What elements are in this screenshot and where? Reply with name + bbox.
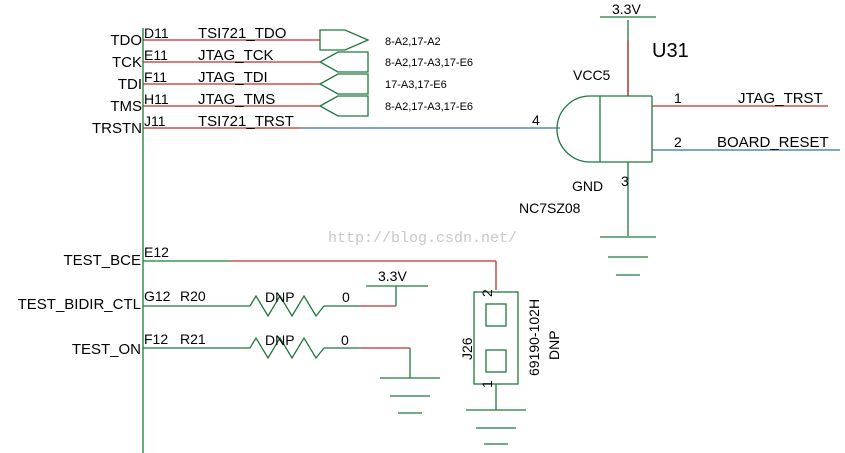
pin4-label: 4 — [532, 112, 540, 128]
label-jtag-tck: JTAG_TCK — [198, 47, 274, 64]
label-tsi721-tdo: TSI721_TDO — [198, 25, 286, 42]
pin3-label: 3 — [621, 173, 629, 189]
j26-pin1: 1 — [479, 380, 495, 388]
net-tck: TCK — [112, 54, 142, 71]
net-test-bce: TEST_BCE — [63, 252, 141, 269]
label-jtag-tdi: JTAG_TDI — [198, 69, 268, 86]
connector-pin2-pad — [485, 303, 507, 327]
pullup-label: 3.3V — [378, 268, 407, 284]
part-nc7sz08: NC7SZ08 — [519, 200, 581, 216]
net-trstn: TRSTN — [92, 120, 142, 137]
ref-tms: 8-A2,17-A3,17-E6 — [385, 101, 473, 113]
value-r20: 0 — [342, 289, 350, 305]
resistor-r20 — [249, 294, 325, 318]
net-tms: TMS — [110, 98, 142, 115]
refdes-u31: U31 — [652, 40, 689, 62]
offpage-connector-tdi — [318, 73, 369, 95]
offpage-connector-tms — [318, 95, 369, 117]
and-gate-u31 — [556, 16, 840, 236]
refdes-j26: J26 — [459, 337, 475, 360]
ground-symbol-u31 — [600, 236, 656, 276]
pin-d11: D11 — [144, 25, 169, 41]
pin-g12: G12 — [144, 288, 171, 304]
pin-e11: E11 — [144, 47, 168, 63]
dnp-r20: DNP — [265, 289, 295, 305]
net-test-on: TEST_ON — [72, 341, 141, 358]
ref-tdo: 8-A2,17-A2 — [385, 36, 441, 48]
dnp-j26: DNP — [546, 330, 562, 360]
label-jtag-tms: JTAG_TMS — [198, 91, 275, 108]
j26-pin2: 2 — [479, 289, 495, 297]
pin-j11: J11 — [144, 113, 166, 129]
connector-pin1-pad — [485, 349, 507, 373]
offpage-connector-tdo — [319, 29, 370, 51]
net-tdi: TDI — [118, 76, 142, 93]
connector-j26 — [466, 291, 526, 445]
gnd-label: GND — [572, 178, 603, 194]
net-test-bidir-ctl: TEST_BIDIR_CTL — [18, 296, 141, 313]
ref-tck: 8-A2,17-A3,17-E6 — [385, 57, 473, 69]
refdes-r21: R21 — [180, 331, 206, 347]
ref-tdi: 17-A3,17-E6 — [385, 79, 447, 91]
net-tdo: TDO — [110, 32, 142, 49]
vcc-label: VCC5 — [573, 67, 611, 83]
part-69190-102h: 69190-102H — [526, 299, 542, 376]
resistor-r21 — [249, 336, 325, 360]
pin-h11: H11 — [144, 91, 169, 107]
dnp-r21: DNP — [265, 332, 295, 348]
pin-f11: F11 — [144, 69, 167, 85]
pin1-label: 1 — [674, 90, 682, 106]
power-label-u31: 3.3V — [612, 1, 641, 17]
jtag-wires — [143, 39, 560, 129]
net-jtag-trst: JTAG_TRST — [738, 90, 823, 107]
connector-body — [473, 291, 519, 385]
refdes-r20: R20 — [180, 288, 206, 304]
offpage-connector-tck — [318, 51, 369, 73]
label-tsi721-trst: TSI721_TRST — [198, 113, 294, 130]
watermark: http://blog.csdn.net/ — [328, 230, 517, 247]
value-r21: 0 — [341, 332, 349, 348]
pin-e12: E12 — [144, 244, 169, 260]
pin2-label: 2 — [674, 134, 682, 150]
offpage-connectors — [318, 29, 370, 117]
net-board-reset: BOARD_RESET — [717, 134, 829, 151]
ground-symbol-r21 — [380, 377, 440, 414]
gate-body — [556, 95, 601, 163]
pin-f12: F12 — [144, 331, 168, 347]
